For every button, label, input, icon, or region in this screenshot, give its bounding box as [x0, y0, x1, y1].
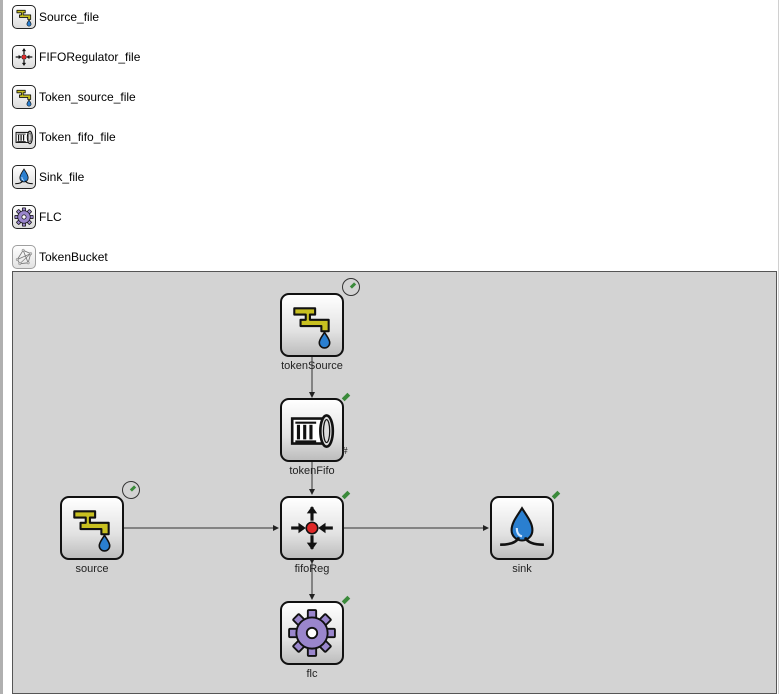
node-box[interactable] [280, 398, 344, 462]
node-box[interactable] [280, 496, 344, 560]
tap-icon [12, 85, 36, 109]
queue-mark: # [342, 446, 348, 457]
node-label: flc [306, 668, 318, 680]
node-label: sink [512, 563, 532, 575]
library-item-tokenbucket[interactable]: TokenBucket [12, 244, 108, 270]
regulator-icon [12, 45, 36, 69]
left-border [0, 0, 3, 694]
library-item-fiforegulator-file[interactable]: FIFORegulator_file [12, 44, 140, 70]
library-item-sink-file[interactable]: Sink_file [12, 164, 84, 190]
node-box[interactable] [280, 601, 344, 665]
fifo-icon [12, 125, 36, 149]
regulator-icon [287, 503, 337, 553]
tap-icon [67, 503, 117, 553]
node-label: tokenSource [281, 360, 343, 372]
node-box[interactable] [280, 293, 344, 357]
library-item-label: Source_file [39, 10, 100, 24]
node-label: source [75, 563, 109, 575]
library-item-label: FIFORegulator_file [39, 50, 141, 64]
gear-icon [12, 205, 36, 229]
library-item-label: Sink_file [39, 170, 85, 184]
tap-icon [12, 5, 36, 29]
gear-icon [287, 608, 337, 658]
status-indicator-icon [122, 481, 140, 499]
connections-layer [124, 356, 489, 600]
library-item-label: FLC [39, 210, 62, 224]
node-label: tokenFifo [289, 465, 335, 477]
fifo-icon [287, 405, 337, 455]
status-indicator-icon [342, 278, 360, 296]
network-canvas[interactable]: tokenSource # tokenFifo source fifoReg s… [12, 271, 777, 694]
sink-icon [12, 165, 36, 189]
right-border [778, 0, 784, 694]
node-box[interactable] [490, 496, 554, 560]
tap-icon [287, 300, 337, 350]
node-label: fifoReg [294, 563, 330, 575]
network-icon [12, 245, 36, 269]
library-item-label: TokenBucket [39, 250, 108, 264]
library-item-source-file[interactable]: Source_file [12, 4, 99, 30]
sink-icon [497, 503, 547, 553]
node-box[interactable] [60, 496, 124, 560]
library-item-token-source-file[interactable]: Token_source_file [12, 84, 136, 110]
library-item-token-fifo-file[interactable]: Token_fifo_file [12, 124, 116, 150]
library-item-label: Token_fifo_file [39, 130, 116, 144]
library-item-label: Token_source_file [39, 90, 136, 104]
library-item-flc[interactable]: FLC [12, 204, 62, 230]
